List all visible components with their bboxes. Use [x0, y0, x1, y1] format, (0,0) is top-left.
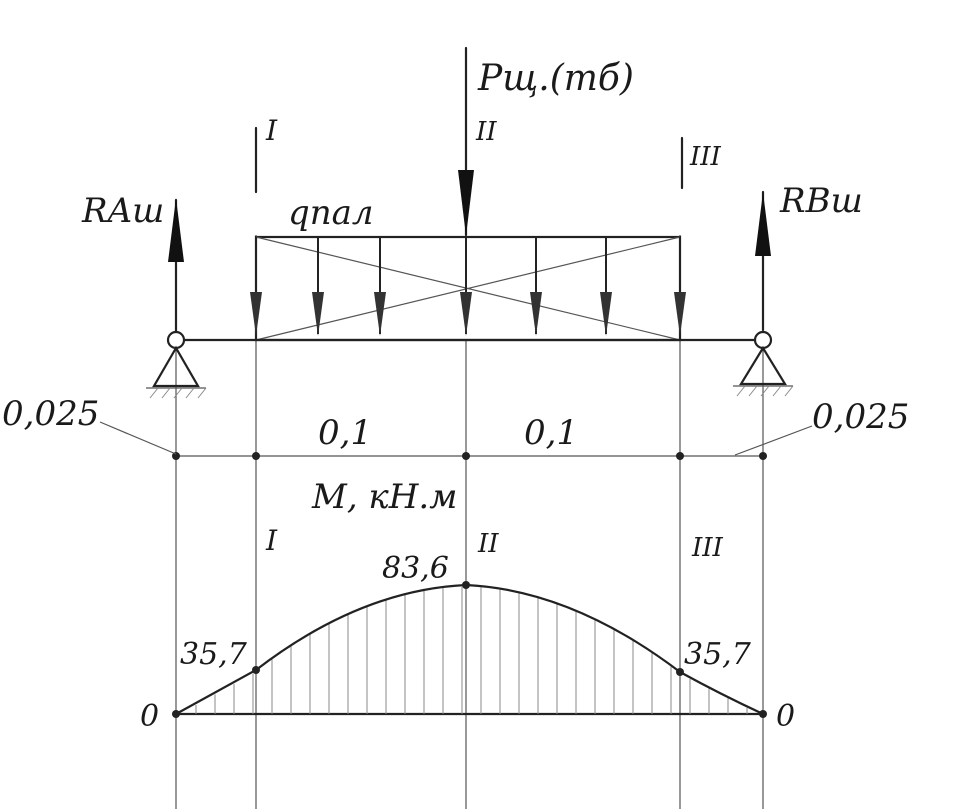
moment-support-a: 0: [140, 699, 159, 734]
load-arrow-head: [374, 292, 386, 336]
load-arrow-head: [600, 292, 612, 336]
load-arrow-head: [674, 292, 686, 336]
reaction-b-label: RBш: [779, 181, 863, 221]
support-a: [146, 330, 207, 399]
load-arrow-head: [312, 292, 324, 336]
reaction-b-arrow: [755, 190, 771, 332]
reaction-a-label: RAш: [81, 191, 164, 231]
section-2-label-top: II: [475, 117, 497, 147]
span-left-mid: 0,1: [318, 413, 372, 453]
load-arrow-head: [250, 292, 262, 336]
point-load-label: Pщ.(тб): [477, 58, 634, 99]
dimension-line: [99, 421, 813, 460]
distributed-load-block: [250, 235, 686, 342]
section-3-label-bottom: III: [691, 533, 724, 563]
section-3-label-top: III: [689, 142, 722, 172]
moment-section-2: 83,6: [382, 551, 449, 586]
section-2-label-bottom: II: [477, 529, 499, 559]
point-load-arrow: [458, 46, 474, 237]
moment-support-b: 0: [776, 699, 795, 734]
moment-curve: [174, 583, 765, 716]
moment-section-1: 35,7: [180, 637, 248, 672]
support-b: [733, 330, 794, 397]
section-1-label-top: I: [265, 114, 278, 147]
span-right-mid: 0,1: [524, 413, 578, 453]
span-left-end: 0,025: [2, 394, 99, 434]
reaction-a-arrow: [168, 198, 184, 337]
moment-hatching: [195, 587, 748, 714]
distributed-load-arrows: [250, 237, 686, 336]
section-marks-top: [254, 126, 684, 194]
span-right-end: 0,025: [812, 397, 909, 437]
moment-section-3: 35,7: [684, 637, 752, 672]
moment-title: М, кН.м: [311, 477, 457, 517]
section-1-label-bottom: I: [265, 524, 278, 557]
moment-points: [172, 581, 767, 718]
distributed-load-label: qпал: [288, 193, 374, 233]
load-arrow-head: [530, 292, 542, 336]
load-arrow-head: [460, 292, 472, 336]
vertical-guides: [175, 235, 764, 809]
